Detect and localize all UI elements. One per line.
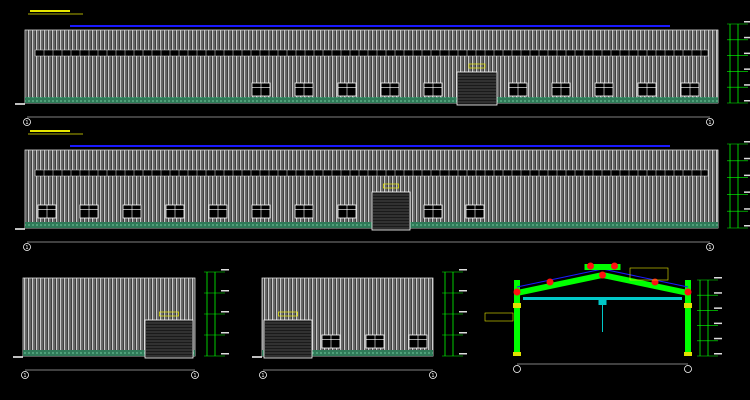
level-mark [744,141,750,143]
axis-marker [21,371,29,379]
level-mark [459,269,467,271]
crane-beam [523,297,682,300]
axis-marker-label: 1 [708,245,711,251]
roller-door [144,319,194,359]
ridge-vent [584,264,621,270]
axis-marker-label: 1 [25,245,28,251]
axis-marker [513,365,521,373]
steel-column-left [514,280,520,356]
door-annotation [468,63,486,69]
base-plate-left [513,352,521,356]
annotation-text-mark [30,10,70,12]
axis-marker-label: 1 [431,373,434,379]
axis-marker-label: 1 [708,120,711,126]
wall-cladding [24,29,719,104]
level-mark [714,353,722,355]
level-mark [744,191,750,193]
level-mark [744,68,750,70]
annotation-text-mark [30,130,70,132]
joint-connection [599,271,606,279]
axis-marker [23,118,31,126]
level-mark [744,225,750,227]
level-mark [221,311,229,313]
roller-door [456,71,498,106]
level-mark [744,208,750,210]
level-mark [744,157,750,160]
level-mark [221,353,229,355]
frame-section [484,262,722,373]
steel-column-right [685,280,691,356]
door-annotation [383,183,399,189]
roller-door [263,319,313,359]
level-mark [221,269,229,271]
joint-connection [651,278,659,286]
axis-marker-label: 1 [193,373,196,379]
base-band [25,222,718,228]
joint-connection [611,262,618,270]
axis-marker [706,118,714,126]
joint-connection [684,288,692,296]
wall-cladding [22,277,196,357]
roof-purlin-line [602,268,689,288]
axis-marker [191,371,199,379]
axis-marker-label: 1 [25,120,28,126]
roof-purlin-line [516,268,603,288]
joint-connection [546,278,554,286]
base-plate-right [684,352,692,356]
clerestory-band [34,169,709,177]
annotation-box [484,312,514,322]
axis-marker [259,371,267,379]
level-mark [714,322,722,325]
annotation-box [629,267,669,281]
axis-marker [429,371,437,379]
axis-marker-label: 1 [261,373,264,379]
level-mark [221,332,229,334]
level-mark [744,100,750,102]
base-band [262,350,433,356]
level-mark [744,21,750,23]
level-mark [459,332,467,334]
axis-marker [23,243,31,251]
base-band [25,97,718,103]
level-mark [459,311,467,313]
axis-marker [684,365,692,373]
level-mark [744,52,750,55]
clerestory-band [34,49,709,57]
roller-door [371,191,411,231]
level-mark [744,84,750,86]
corbel-right [684,303,692,308]
axis-marker [706,243,714,251]
joint-connection [587,262,594,270]
level-mark [459,290,467,292]
level-mark [744,174,750,177]
joint-connection [513,288,521,296]
axis-marker-label: 1 [23,373,26,379]
corbel-left [513,303,521,308]
level-mark [714,307,722,309]
level-mark [744,36,750,39]
level-mark [714,292,722,294]
level-mark [714,277,722,279]
door-annotation [159,311,179,317]
door-annotation [278,311,298,317]
level-mark [459,353,467,355]
base-band [23,350,195,356]
level-mark [221,290,229,292]
level-mark [714,337,722,340]
crane-trolley [598,300,607,305]
